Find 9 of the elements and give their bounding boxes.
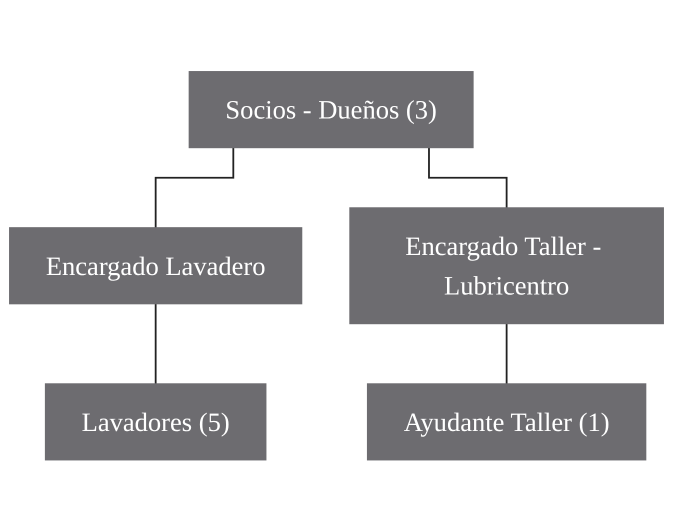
node-box: Encargado Taller - Lubricentro [349,207,664,324]
connector [506,323,508,385]
node-box: Socios - Dueños (3) [188,70,474,148]
node-box: Lavadores (5) [44,383,266,460]
connector [154,147,234,228]
connector [154,303,157,385]
connector [428,147,508,209]
node-box: Encargado Lavadero [9,226,302,304]
node-box: Ayudante Taller (1) [366,383,646,460]
